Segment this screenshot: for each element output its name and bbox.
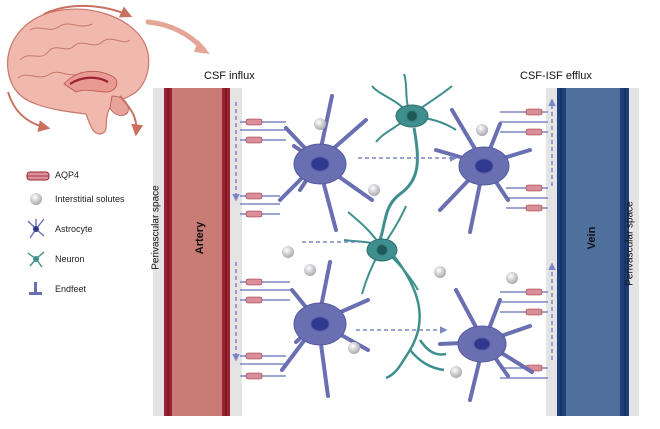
solute-sphere-icon <box>30 193 42 205</box>
neuron-icon <box>27 251 45 268</box>
neuron-cells <box>343 73 457 380</box>
perivascular-flow-arrows <box>232 98 556 362</box>
legend-icons <box>26 171 50 295</box>
astrocyte-icon <box>27 218 45 239</box>
astrocyte-cells <box>278 94 534 402</box>
artery-vessel <box>153 88 242 416</box>
legend-label-aqp4: AQP4 <box>55 170 80 180</box>
artery-label: Artery <box>194 221 206 255</box>
legend-label-neuron: Neuron <box>55 254 85 264</box>
vein-label: Vein <box>586 226 598 250</box>
astrocyte-3 <box>280 260 370 398</box>
brain-illustration <box>7 5 210 137</box>
endfoot-icon <box>29 282 42 295</box>
aqp4-channel-icon <box>26 171 50 181</box>
perivascular-space-label-left: Perivascular space <box>150 185 162 270</box>
legend-label-interstitial-solutes: Interstitial solutes <box>55 194 125 204</box>
astrocyte-4 <box>438 288 534 402</box>
perivascular-space-label-right: Perivascular space <box>624 201 636 286</box>
interstitial-flow-arrows <box>302 154 458 334</box>
csf-isf-efflux-heading: CSF-ISF efflux <box>520 70 592 82</box>
interstitial-solutes <box>282 118 518 378</box>
legend-label-endfeet: Endfeet <box>55 284 87 294</box>
csf-influx-heading: CSF influx <box>204 70 255 82</box>
astrocyte-2 <box>434 108 532 234</box>
legend-label-astrocyte: Astrocyte <box>55 224 93 234</box>
aqp4-channels-artery-side <box>240 121 290 377</box>
astrocyte-1 <box>278 94 374 232</box>
vein-vessel <box>546 88 639 416</box>
